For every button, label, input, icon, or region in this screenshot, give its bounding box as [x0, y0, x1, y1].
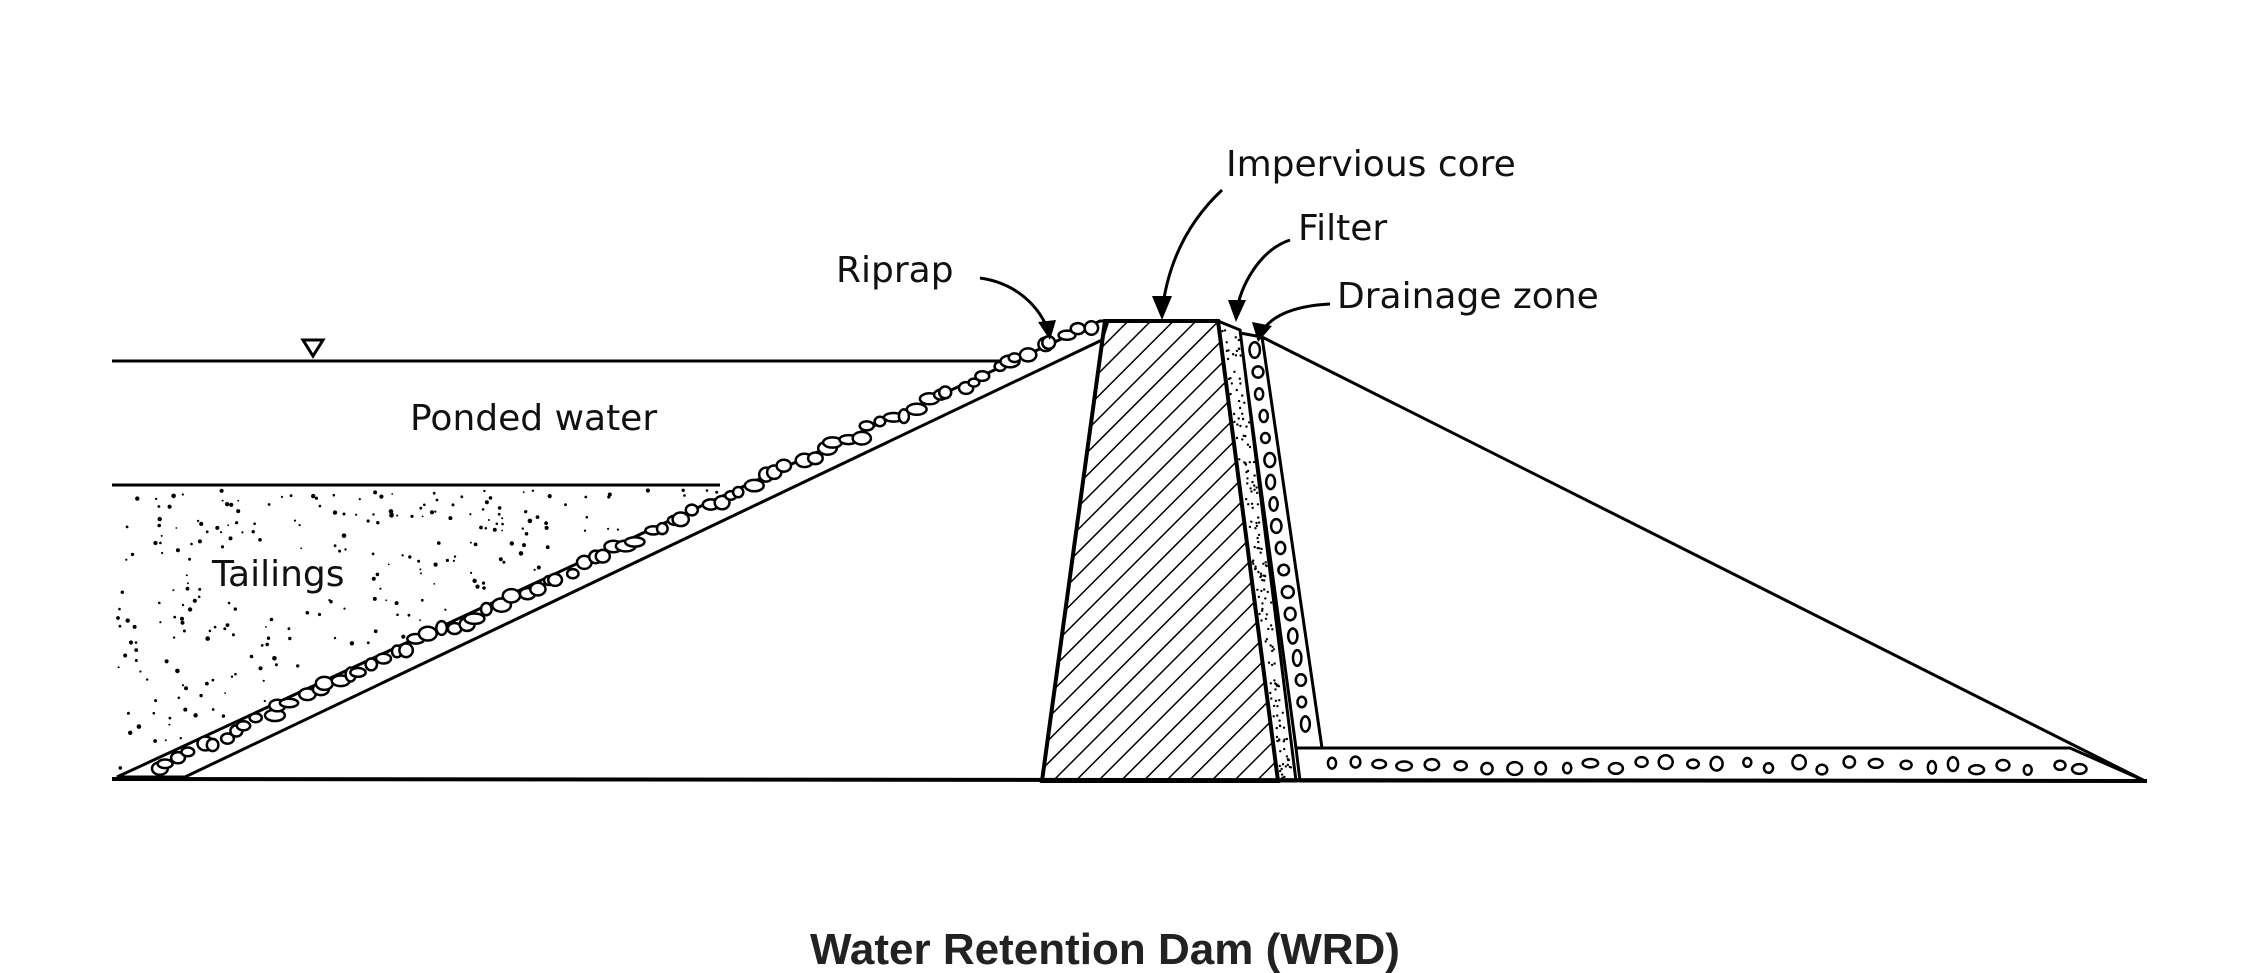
- riprap-arrowhead-icon: [1038, 320, 1056, 340]
- riprap-leader-arrow: [979, 276, 1052, 336]
- label-tailings: Tailings: [211, 554, 345, 595]
- label-drainage-zone: Drainage zone: [1337, 276, 1599, 317]
- water-level-marker-icon: [300, 338, 326, 359]
- ground-line: [111, 777, 2148, 783]
- core-leader-arrow: [1160, 188, 1224, 313]
- tailings-region: [116, 488, 719, 770]
- diagram-caption: Water Retention Dam (WRD): [810, 925, 1400, 973]
- filter-arrowhead-icon: [1228, 300, 1246, 322]
- downstream-slope-line: [1261, 335, 2146, 783]
- drainage-leader-arrow: [1258, 302, 1331, 336]
- drainage-arrowhead-icon: [1252, 322, 1272, 342]
- core-arrowhead-icon: [1152, 296, 1172, 320]
- label-riprap: Riprap: [836, 250, 954, 291]
- drainage-stones: [1248, 340, 2088, 777]
- label-ponded-water: Ponded water: [410, 398, 657, 439]
- filter-dots: [1221, 329, 1293, 779]
- label-impervious-core: Impervious core: [1226, 144, 1516, 185]
- riprap-stones: [150, 319, 1100, 777]
- label-filter: Filter: [1298, 208, 1387, 249]
